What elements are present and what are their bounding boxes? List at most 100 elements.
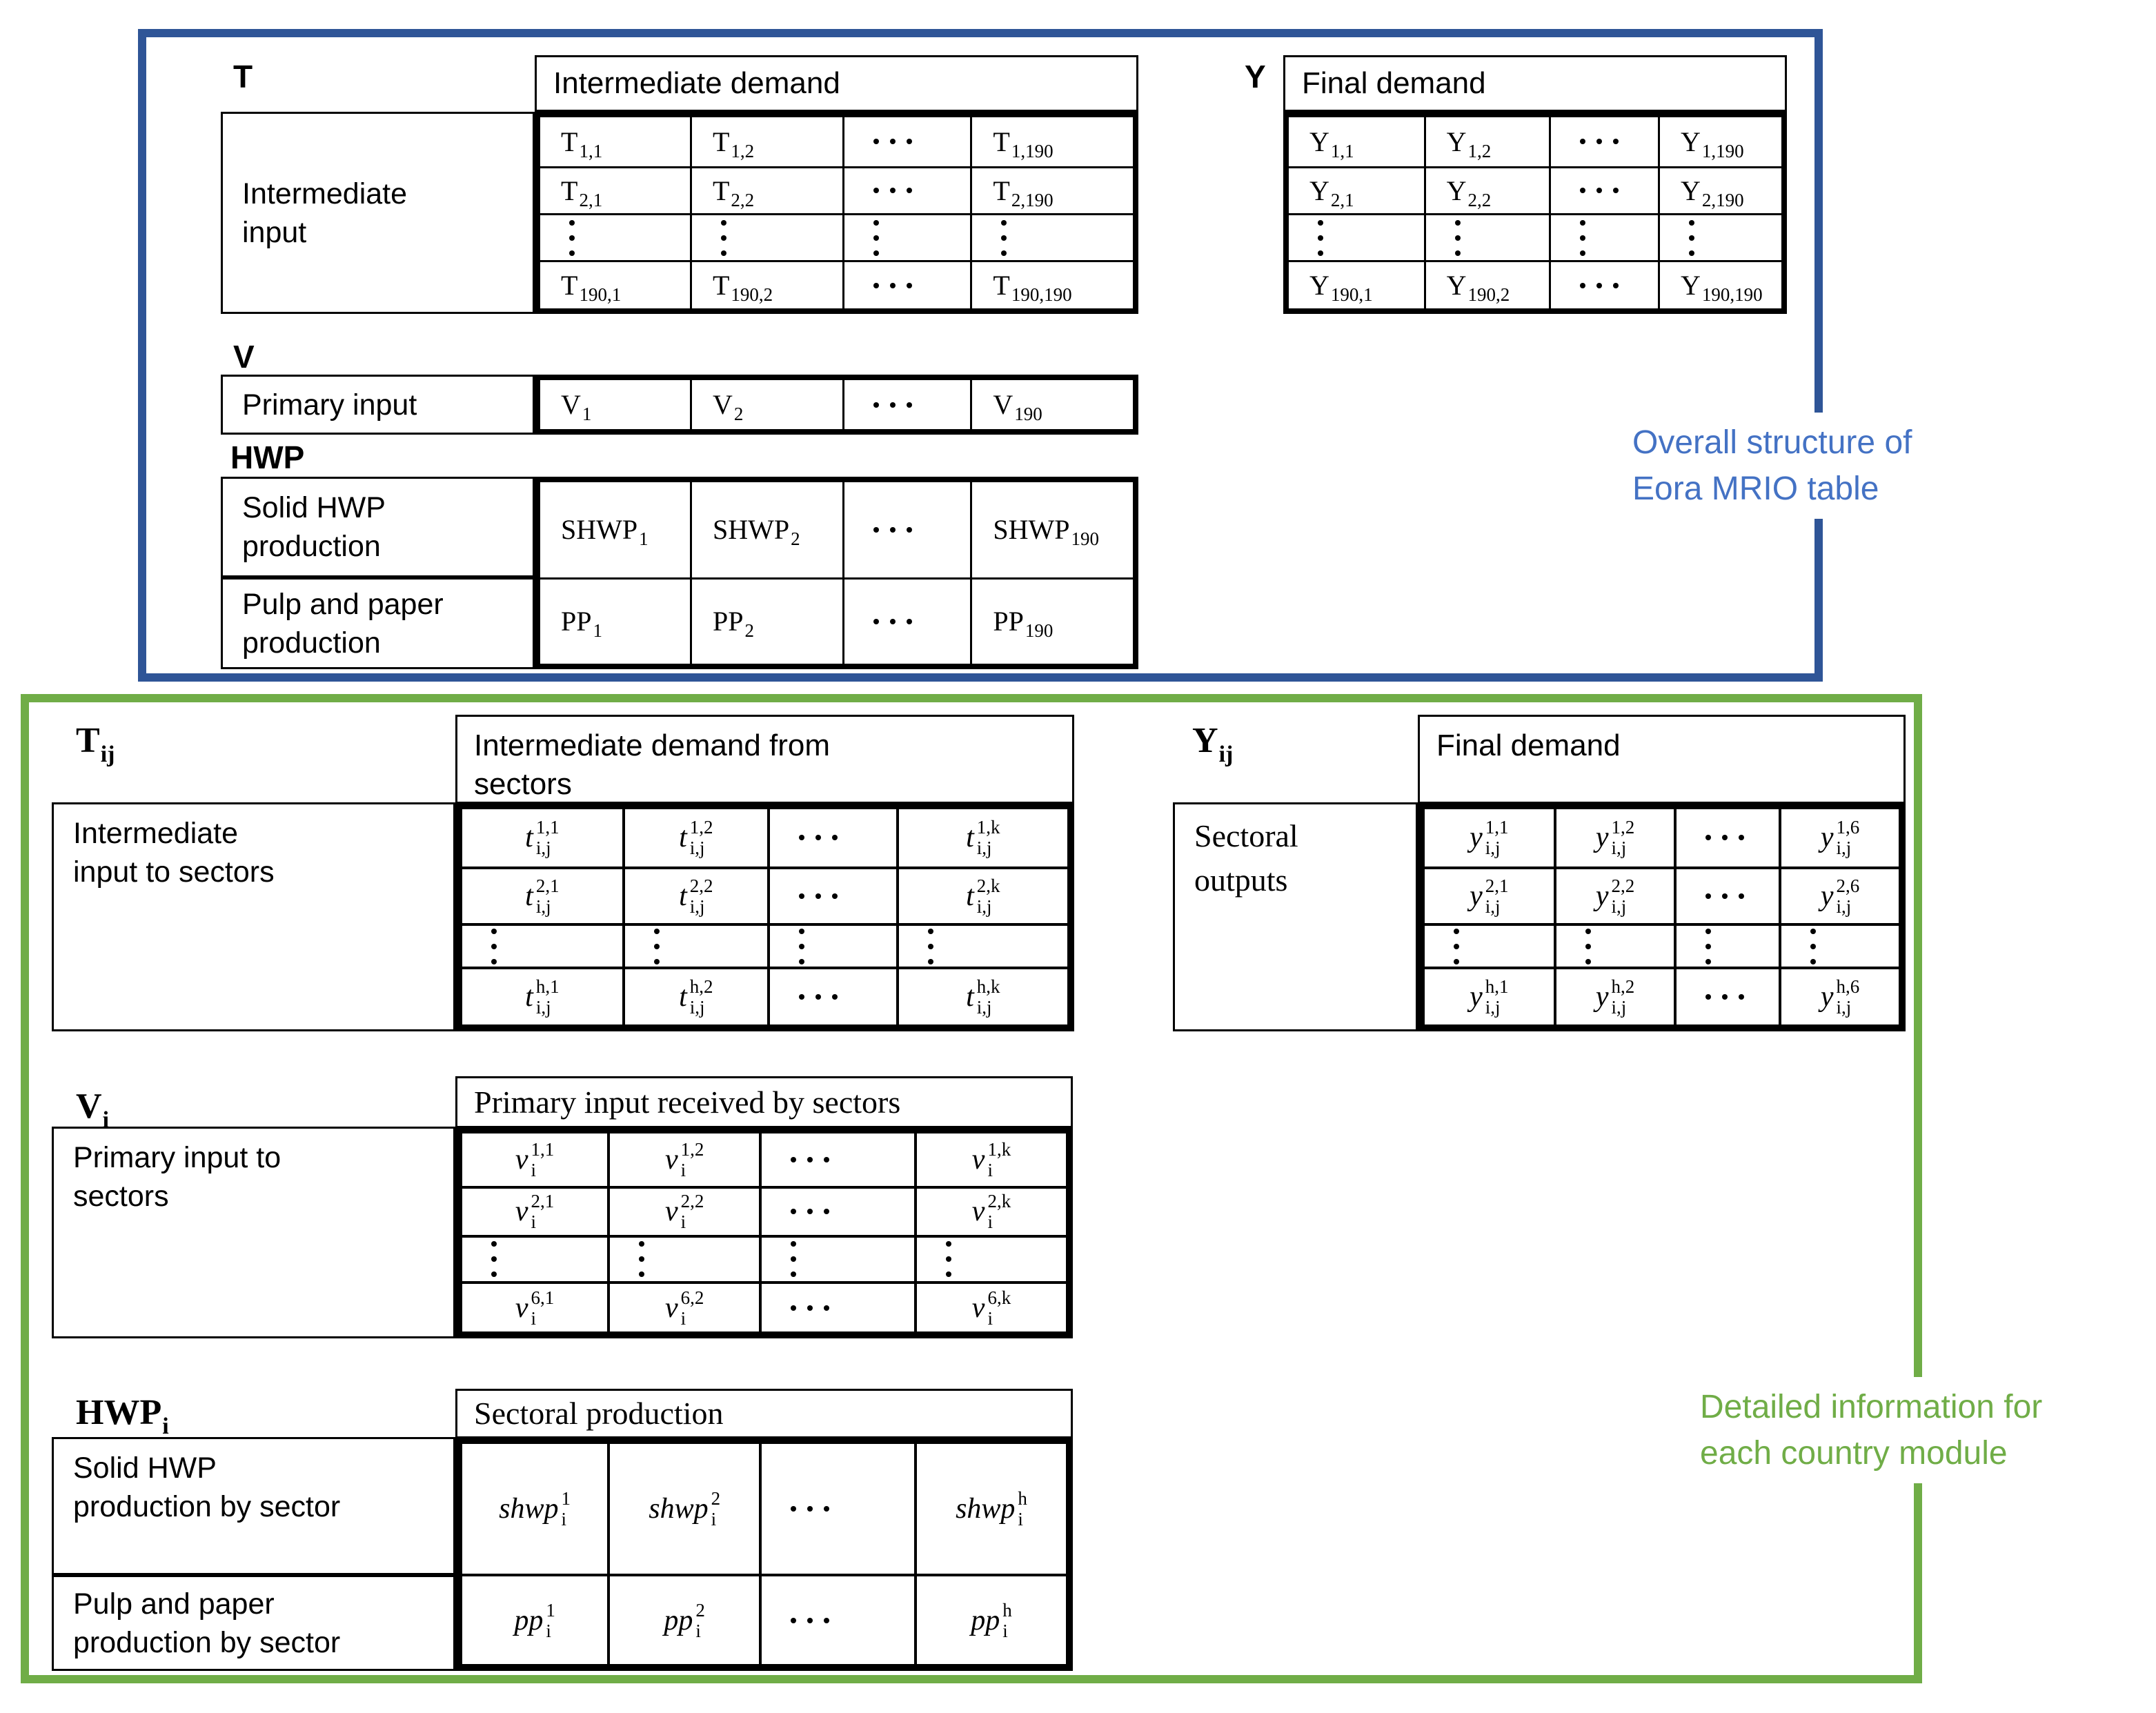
symbol-base: shwp — [956, 1493, 1016, 1525]
subscript: i,j — [1611, 997, 1627, 1018]
superscript: 1,1 — [531, 1138, 555, 1160]
subscript: 190,190 — [1701, 284, 1763, 306]
subscript: ij — [1218, 742, 1234, 767]
symbol-base: V — [993, 389, 1013, 420]
symbol-base: T — [712, 126, 730, 157]
subscript: 2,2 — [1467, 189, 1492, 210]
ellipsis-v-icon — [720, 219, 726, 256]
vertical-ellipsis-cell — [622, 923, 767, 967]
superscript: 1 — [561, 1488, 571, 1509]
superscript: h,1 — [1485, 976, 1509, 998]
vertical-ellipsis-cell — [1779, 923, 1899, 967]
ellipsis-cell — [1674, 866, 1779, 924]
symbol-base: t — [966, 822, 974, 854]
ellipsis-v-icon — [1689, 219, 1694, 256]
symbol-base: Y — [1309, 175, 1329, 206]
symbol-base: y — [1470, 981, 1483, 1013]
superscript: 2,k — [987, 1191, 1011, 1212]
subscript: i — [680, 1159, 686, 1180]
symbol-base: pp — [971, 1604, 1000, 1636]
symbol-base: Y — [1681, 126, 1701, 157]
subscript: i — [531, 1211, 537, 1233]
subscript: 190,2 — [1467, 284, 1510, 306]
subscript: i,j — [1611, 896, 1627, 918]
subscript: 1,1 — [1330, 140, 1354, 161]
superscript: h,2 — [689, 976, 713, 998]
ellipsis-h-icon — [873, 618, 912, 624]
ellipsis-v-icon — [1318, 219, 1323, 256]
superscript: h,6 — [1836, 976, 1860, 998]
matrix-label-Tij: Tij — [76, 720, 115, 767]
ellipsis-v-icon — [1810, 928, 1817, 964]
matrix-label-V: V — [233, 339, 255, 375]
vertical-ellipsis-cell — [607, 1234, 760, 1282]
subscript: 2,2 — [731, 189, 755, 210]
ellipsis-v-icon — [1454, 219, 1461, 256]
subscript: 190,2 — [731, 284, 773, 306]
symbol-base: v — [664, 1143, 678, 1176]
primary-input-label: Primary input — [221, 375, 535, 435]
superscript: 2,1 — [535, 875, 560, 897]
vertical-ellipsis-cell — [842, 212, 971, 261]
superscript: 2,1 — [1485, 875, 1509, 897]
vertical-ellipsis-cell — [970, 212, 1133, 261]
symbol-base: T — [561, 175, 578, 206]
superscript: 1,k — [987, 1138, 1011, 1160]
vertical-ellipsis-cell — [1553, 923, 1674, 967]
symbol-base: v — [664, 1196, 678, 1228]
symbol-base: PP — [712, 606, 744, 637]
subscript: i — [695, 1620, 701, 1641]
ellipsis-cell — [842, 260, 971, 308]
overall-structure-frame — [138, 29, 1823, 682]
subscript: i,j — [689, 997, 705, 1018]
text-lines: Final demand — [1302, 66, 1486, 100]
symbol-base: SHWP — [561, 514, 638, 546]
ellipsis-cell — [1548, 117, 1658, 166]
subscript: 190,1 — [1330, 284, 1373, 306]
symbol-base: t — [525, 880, 533, 913]
ellipsis-h-icon — [1705, 893, 1745, 900]
subscript: 1,190 — [1011, 140, 1054, 161]
superscript: 2 — [695, 1599, 705, 1621]
symbol-base: T — [712, 270, 730, 301]
vertical-ellipsis-cell — [759, 1234, 915, 1282]
ellipsis-cell — [1548, 260, 1658, 308]
ellipsis-h-icon — [873, 526, 912, 533]
superscript: 1,2 — [680, 1138, 704, 1160]
symbol-base: Y — [1446, 175, 1467, 206]
subscript: i,j — [976, 997, 992, 1018]
symbol-base: v — [515, 1196, 528, 1228]
symbol-base: t — [525, 981, 533, 1013]
subscript: i — [531, 1159, 537, 1180]
